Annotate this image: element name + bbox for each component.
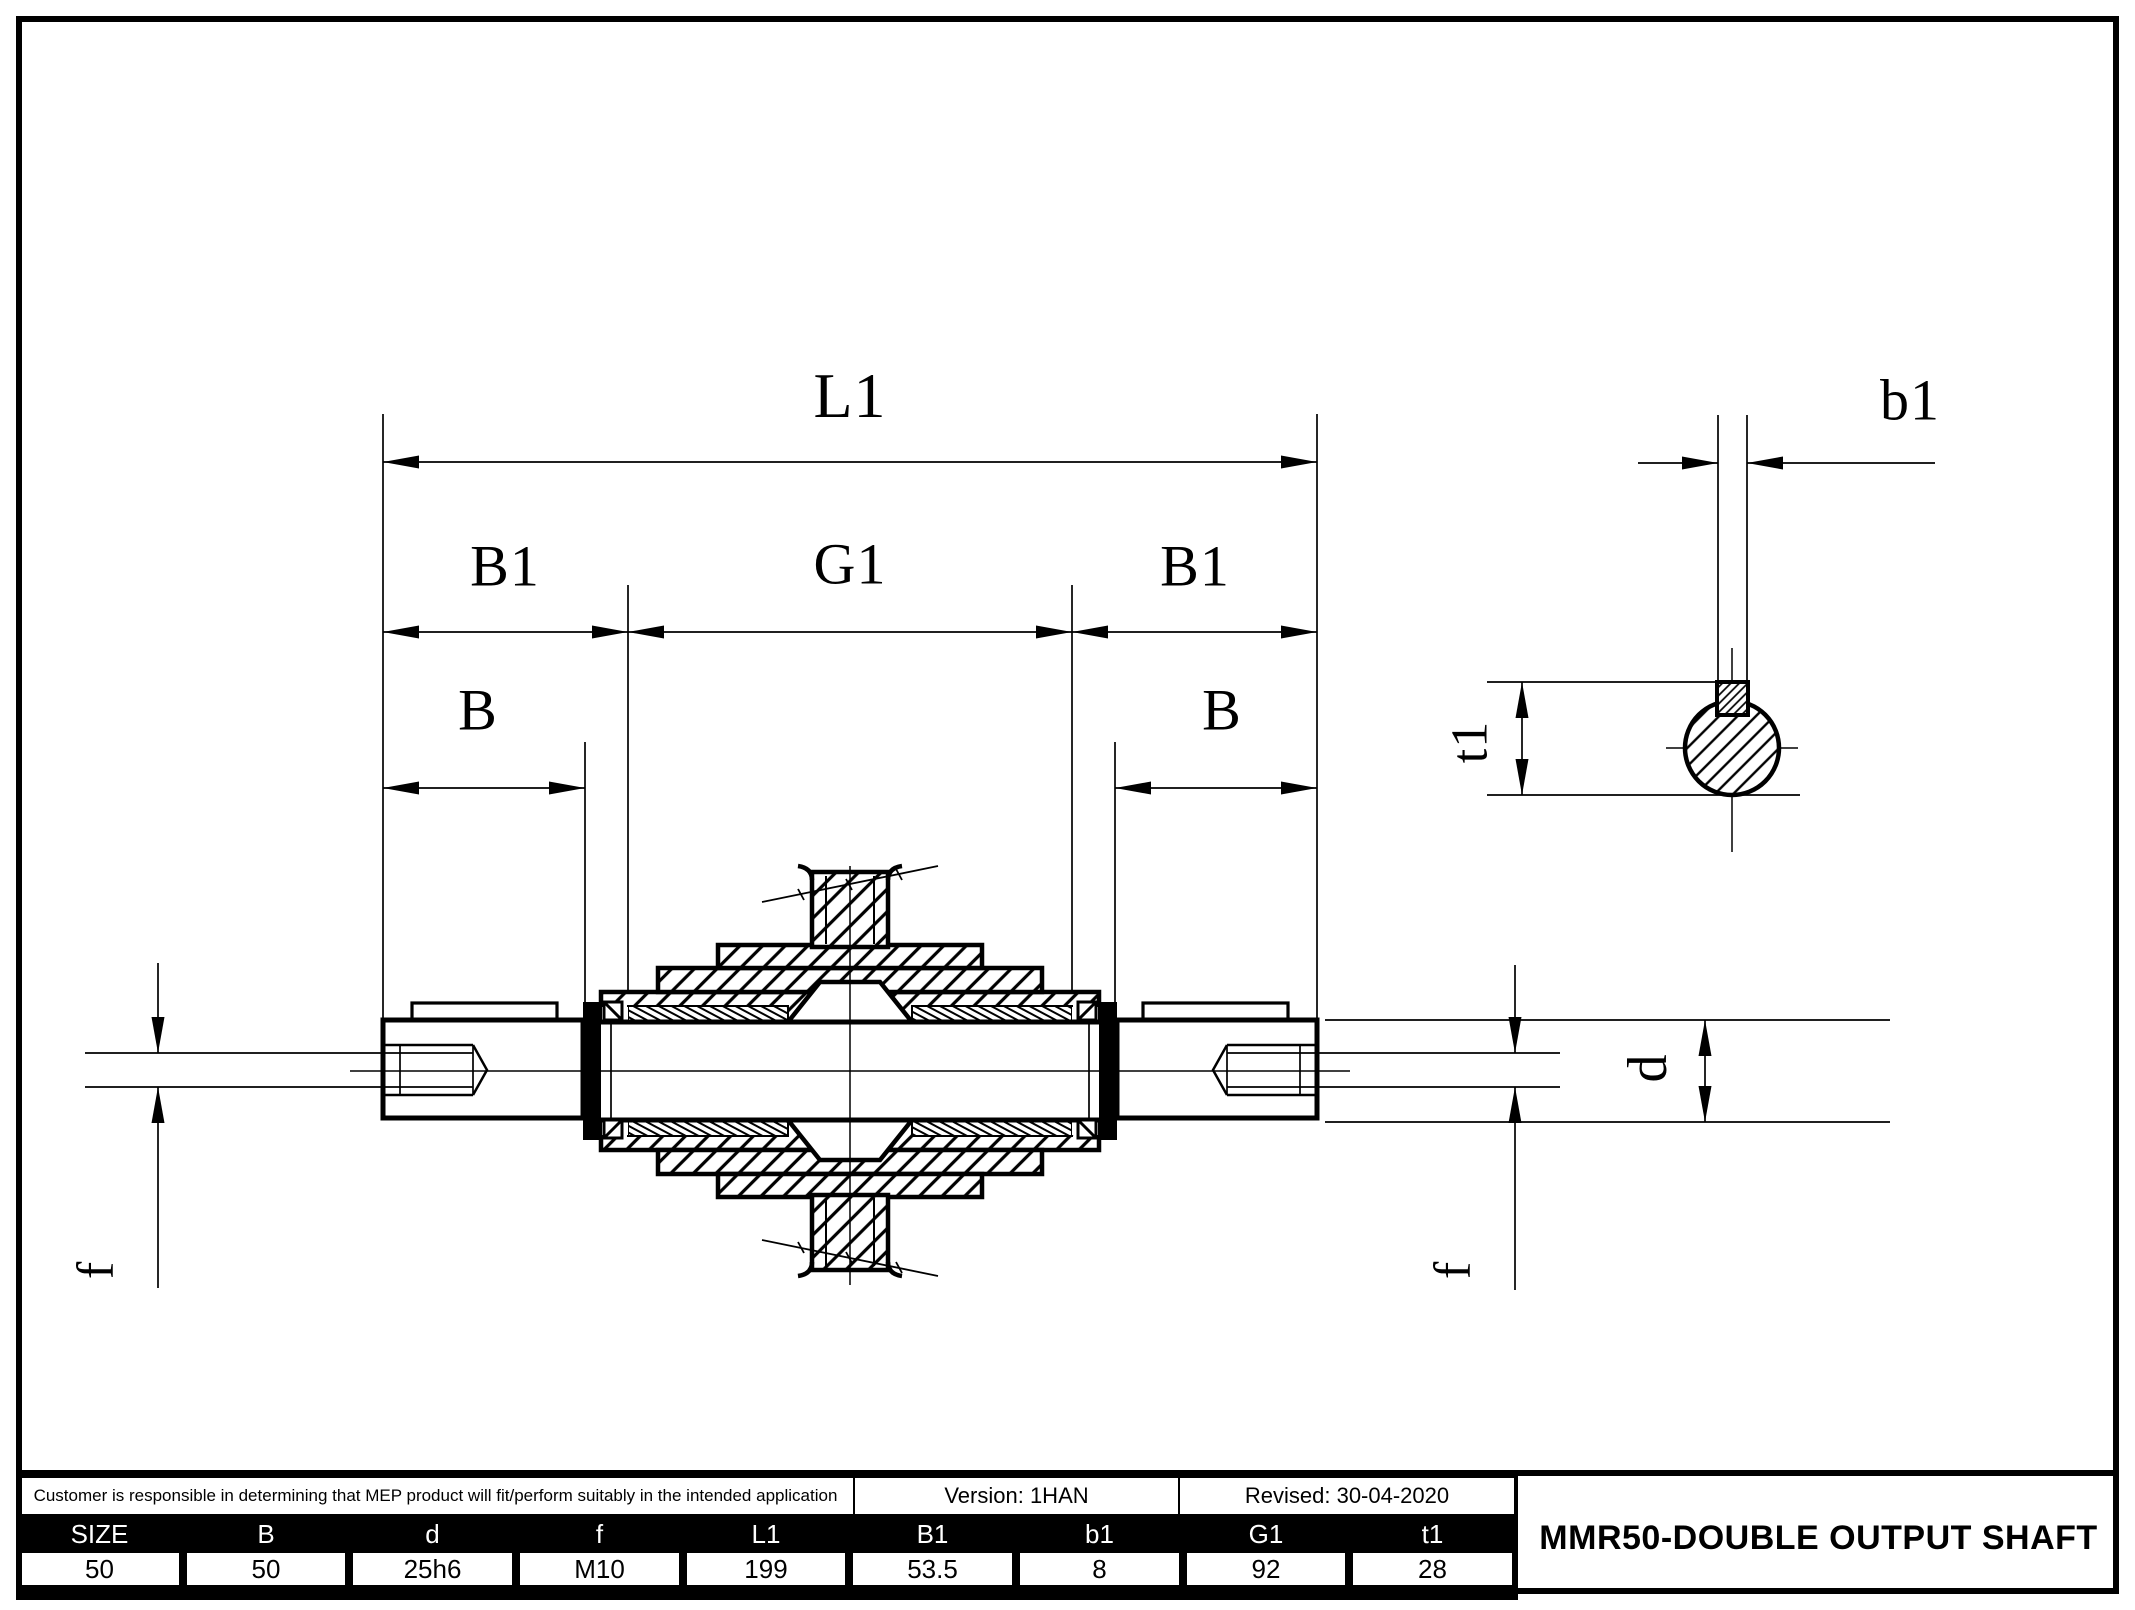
dim-label-G1: G1 [813,531,887,597]
break-line-top [761,865,939,903]
value-G1: 92 [1187,1553,1345,1585]
tapped-hole-right [1211,1043,1560,1097]
break-line-bottom [761,1239,939,1277]
value-b1: 8 [1020,1553,1179,1585]
col-header-G1: G1 [1248,1519,1284,1549]
dim-label-f-right: f [1424,1260,1482,1280]
col-header-size: SIZE [70,1519,129,1549]
value-f: M10 [520,1553,679,1585]
key-section [1715,680,1750,717]
value-L1: 199 [687,1553,845,1585]
dim-label-B1-right: B1 [1160,533,1230,599]
disclaimer-text: Customer is responsible in determining t… [16,1476,855,1516]
title-block: Customer is responsible in determining t… [16,1470,2119,1600]
dim-label-b1: b1 [1880,367,1940,433]
dim-label-f-left: f [67,1260,125,1280]
value-t1: 28 [1353,1553,1512,1585]
dim-label-L1: L1 [813,360,887,431]
col-header-t1: t1 [1421,1519,1444,1549]
shaft-end-left [380,1001,586,1121]
dimension-arrowheads [151,455,1712,1123]
dim-label-B-left: B [458,677,498,743]
col-header-B: B [257,1519,275,1549]
revised-cell: Revised: 30-04-2020 [1178,1476,1516,1516]
dim-label-B-right: B [1202,677,1242,743]
value-B1: 53.5 [853,1553,1012,1585]
version-cell: Version: 1HAN [853,1476,1180,1516]
value-size: 50 [20,1553,179,1585]
dim-label-t1: t1 [1441,720,1499,764]
value-d: 25h6 [353,1553,512,1585]
dim-label-B1-left: B1 [470,533,540,599]
tapped-hole-left [85,1043,489,1097]
parameter-table: SIZE B d f L1 B1 b1 G1 t1 50 50 25h6 M10… [16,1516,1516,1600]
drawing-title: MMR50-DOUBLE OUTPUT SHAFT [1516,1476,2119,1600]
value-B: 50 [187,1553,345,1585]
col-header-d: d [425,1519,440,1549]
dim-label-d: d [1617,1053,1679,1083]
col-header-L1: L1 [751,1519,781,1549]
shaft-cross-section [1487,415,1935,852]
col-header-f: f [595,1519,604,1549]
col-header-b1: b1 [1085,1519,1114,1549]
col-header-B1: B1 [916,1519,949,1549]
